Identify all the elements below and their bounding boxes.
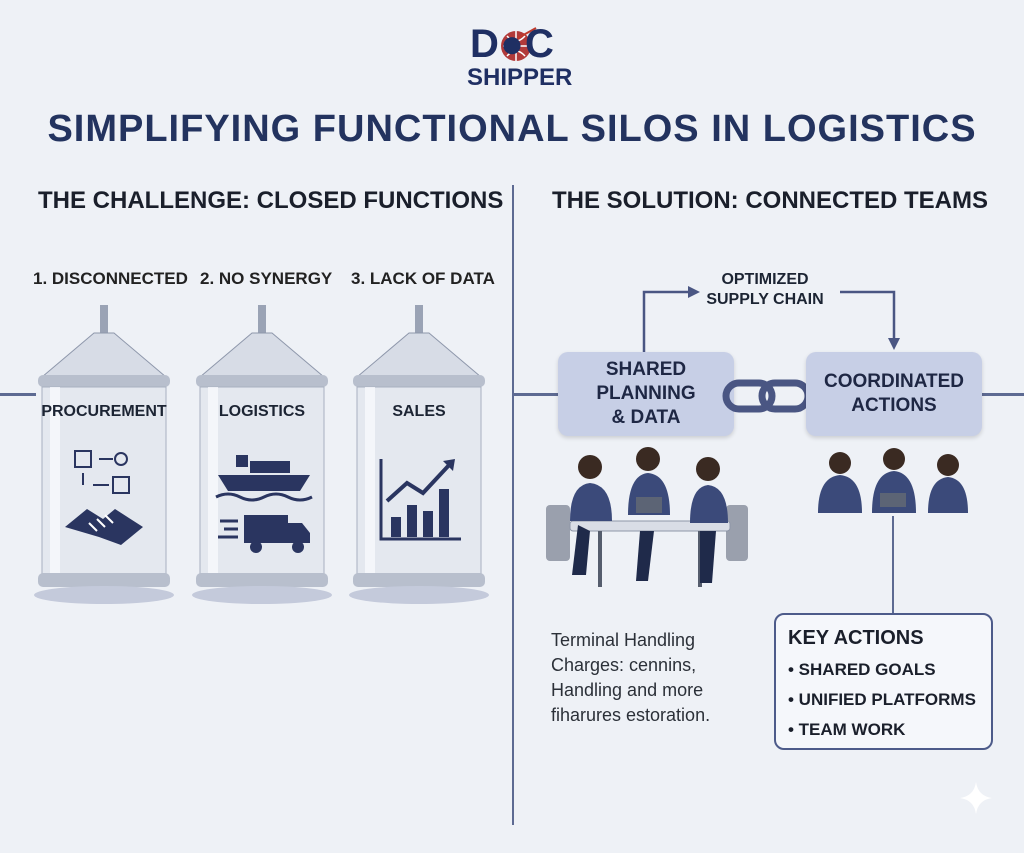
solution-paragraph: Terminal Handling Charges: cennins, Hand… [551, 628, 751, 728]
optimized-label-line1: OPTIMIZED [721, 271, 809, 288]
right-edge-line [982, 393, 1024, 396]
key-action-item: • SHARED GOALS [788, 660, 936, 679]
problem-1: 1. DISCONNECTED [33, 269, 188, 288]
key-actions-title: KEY ACTIONS [788, 627, 924, 649]
logo-top-text: D●C [470, 22, 555, 66]
box-left-line1: SHARED [605, 359, 687, 380]
sparkle-icon [960, 782, 992, 814]
silo-sales: SALES [349, 305, 489, 625]
silo-label-procurement: PROCUREMENT [41, 403, 167, 420]
key-action-item: • TEAM WORK [788, 720, 906, 739]
silo-logistics: LOGISTICS [192, 305, 332, 625]
box-right-line1: COORDINATED [823, 371, 965, 392]
ship-truck-icon [215, 455, 313, 553]
left-stub-line [0, 393, 36, 396]
key-action-item: • UNIFIED PLATFORMS [788, 690, 976, 709]
right-stub-line [512, 393, 560, 396]
silo-shape [349, 305, 489, 604]
globe-logo-icon [501, 27, 537, 61]
team-meeting-illustration [546, 447, 748, 587]
connector-line [892, 516, 894, 613]
box-left-line3: & DATA [611, 407, 681, 428]
chain-link-icon [722, 379, 812, 413]
logo-bottom-text: SHIPPER [467, 64, 573, 91]
arrow-down-icon [888, 338, 900, 350]
team-members-illustration [818, 448, 968, 513]
coordinated-actions-box: COORDINATED ACTIONS [806, 352, 982, 436]
procurement-handshake-icon [65, 450, 143, 545]
silo-label-logistics: LOGISTICS [218, 403, 306, 420]
paragraph-line1: Terminal Handling [551, 630, 696, 650]
problem-2: 2. NO SYNERGY [200, 269, 333, 288]
paragraph-line4: fiharures estoration. [551, 705, 711, 725]
silo-procurement: PROCUREMENT [34, 305, 174, 625]
box-left-line2: PLANNING [596, 383, 696, 404]
shared-planning-box: SHARED PLANNING & DATA [558, 352, 734, 436]
paragraph-line2: Charges: cennins, [551, 655, 697, 675]
page-title: SIMPLIFYING FUNCTIONAL SILOS IN LOGISTIC… [47, 108, 977, 150]
solution-heading: THE SOLUTION: CONNECTED TEAMS [552, 187, 988, 214]
paragraph-line3: Handling and more [551, 680, 704, 700]
key-actions-box: KEY ACTIONS • SHARED GOALS • UNIFIED PLA… [774, 613, 993, 750]
arrow-right-icon [688, 286, 700, 298]
growth-chart-icon [379, 459, 461, 541]
docshipper-logo: D●C SHIPPER [0, 14, 1024, 100]
challenge-heading: THE CHALLENGE: CLOSED FUNCTIONS [38, 187, 504, 214]
problem-3: 3. LACK OF DATA [351, 269, 495, 288]
silo-label-sales: SALES [392, 403, 446, 420]
center-divider [512, 185, 514, 825]
flow-arrows [642, 286, 900, 352]
optimized-supply-chain-label: OPTIMIZED SUPPLY CHAIN [690, 270, 840, 310]
box-right-line2: ACTIONS [851, 395, 937, 416]
optimized-label-line2: SUPPLY CHAIN [706, 291, 824, 308]
silo-shape [34, 305, 174, 604]
